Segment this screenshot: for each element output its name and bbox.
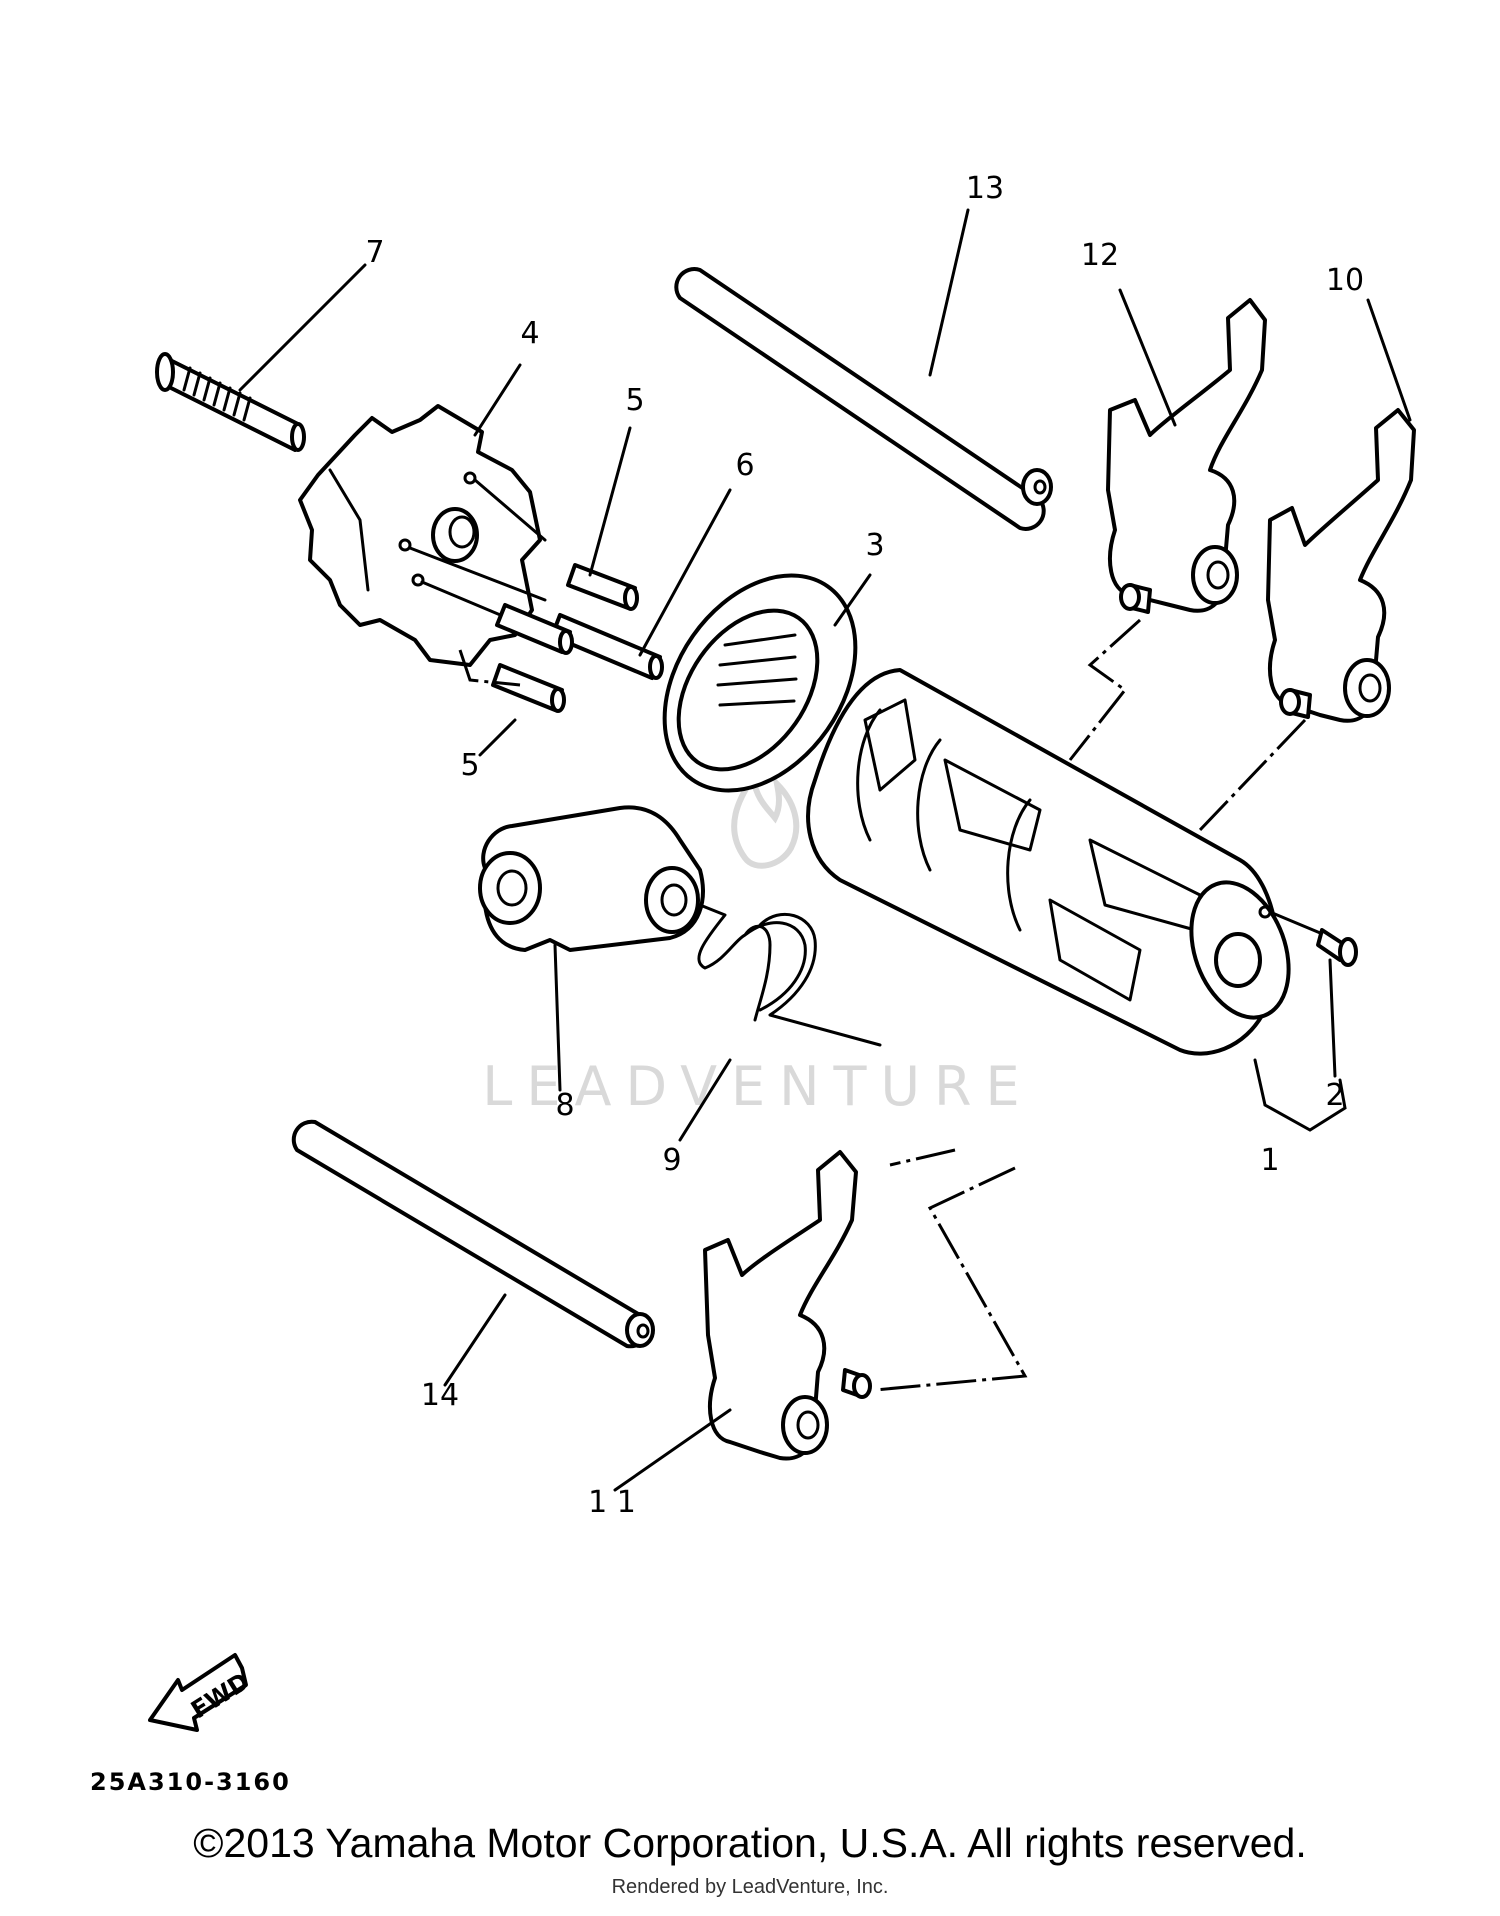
part-5-pin-middle [495, 603, 574, 655]
copyright-notice: ©2013 Yamaha Motor Corporation, U.S.A. A… [193, 1820, 1307, 1866]
callout-3: 3 [865, 528, 884, 563]
callout-9: 9 [662, 1143, 681, 1178]
part-10-shift-fork [1266, 408, 1416, 723]
callout-4: 4 [520, 316, 539, 351]
part-5-pin-upper [566, 563, 639, 611]
part-3-bearing [662, 573, 858, 793]
part-11-shift-fork [703, 1150, 872, 1461]
watermark: LEADVENTURE [482, 770, 1033, 1118]
callout-1: 1 [1260, 1143, 1279, 1178]
callout-11: 1 1 [588, 1485, 636, 1520]
part-12-shift-fork [1106, 298, 1267, 614]
callout-7: 7 [365, 235, 384, 270]
part-13-shift-fork-shaft [674, 267, 1053, 531]
callouts: 7 4 5 6 3 5 13 12 10 8 9 2 1 14 1 1 [365, 171, 1364, 1520]
part-2-pin [1268, 910, 1358, 967]
watermark-text: LEADVENTURE [482, 1055, 1033, 1118]
callout-10: 10 [1326, 263, 1364, 298]
callout-2: 2 [1325, 1078, 1344, 1113]
fwd-arrow-icon: FWD [148, 1653, 254, 1732]
assembly-lines [458, 618, 1307, 1392]
rendered-by-notice: Rendered by LeadVenture, Inc. [611, 1876, 889, 1898]
part-1-shift-drum [806, 668, 1291, 1056]
part-4-segment [298, 404, 562, 667]
callout-5-upper: 5 [625, 383, 644, 418]
part-8-stopper-lever [478, 805, 705, 952]
callout-6: 6 [735, 448, 754, 483]
part-7-screw [155, 352, 306, 452]
part-code: 25A310-3160 [90, 1768, 291, 1796]
callout-12: 12 [1081, 238, 1119, 273]
callout-5-lower: 5 [460, 748, 479, 783]
callout-13: 13 [966, 171, 1004, 206]
callout-8: 8 [555, 1088, 574, 1123]
leader-lines [238, 208, 1412, 1492]
part-5-pin-lower [491, 663, 566, 713]
part-9-torsion-spring [697, 903, 882, 1047]
callout-14: 14 [421, 1378, 459, 1413]
part-14-shift-fork-shaft [291, 1119, 655, 1349]
